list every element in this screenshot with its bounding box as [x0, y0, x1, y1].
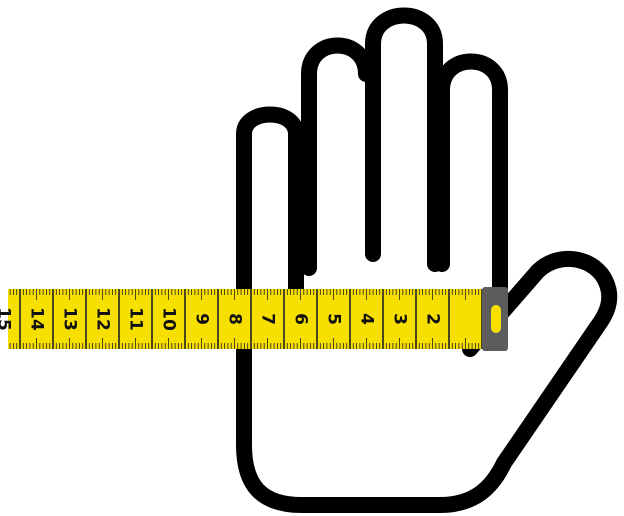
hand-icon	[244, 16, 609, 506]
tape-label: 12	[93, 307, 113, 331]
tape-hook-slot	[491, 305, 501, 333]
tape-label: 10	[159, 307, 179, 331]
tape-label: 3	[390, 313, 410, 325]
tape-label: 4	[357, 313, 377, 325]
tape-label: 8	[225, 313, 245, 325]
middle-finger-outline	[373, 16, 435, 265]
index-finger-outline	[442, 62, 500, 297]
tape-label: 11	[126, 307, 146, 331]
tape-label: 5	[324, 313, 344, 325]
tape-label: 7	[258, 313, 278, 325]
tape-label: 13	[60, 307, 80, 331]
tape-label: 14	[27, 307, 47, 331]
ring-finger-outline	[309, 46, 366, 269]
tape-label: 6	[291, 313, 311, 325]
tape-measure: 2 3 4 5 6 7 8 9 10 11 12 13 14 15	[0, 287, 508, 351]
tape-label: 15	[0, 307, 14, 331]
tape-label: 2	[423, 313, 443, 325]
tape-label: 9	[192, 313, 212, 325]
